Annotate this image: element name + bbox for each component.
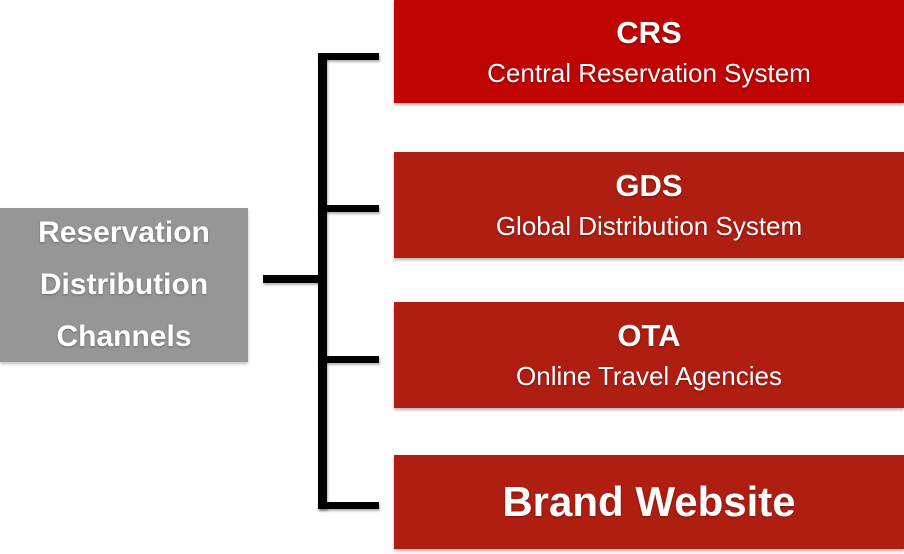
connector-root-link	[263, 275, 319, 283]
node-brand-website: Brand Website	[394, 455, 904, 549]
node-ota: OTA Online Travel Agencies	[394, 302, 904, 408]
node-ota-full-name: Online Travel Agencies	[516, 361, 782, 392]
node-brand-website-label: Brand Website	[502, 477, 796, 525]
connector-branch-gds	[318, 205, 379, 212]
connector-branch-ota	[318, 356, 379, 363]
node-crs-full-name: Central Reservation System	[487, 57, 811, 88]
node-gds: GDS Global Distribution System	[394, 152, 904, 258]
connector-trunk	[318, 53, 327, 509]
node-ota-abbr: OTA	[617, 318, 681, 354]
node-gds-full-name: Global Distribution System	[495, 211, 803, 242]
connector-branch-crs	[318, 53, 379, 60]
root-node-label: Reservation Distribution Channels	[38, 216, 210, 353]
connector-branch-brand	[318, 502, 379, 509]
node-crs-abbr: CRS	[616, 14, 682, 50]
node-crs: CRS Central Reservation System	[394, 0, 904, 103]
node-gds-abbr: GDS	[615, 168, 683, 204]
root-node: Reservation Distribution Channels	[0, 208, 248, 362]
